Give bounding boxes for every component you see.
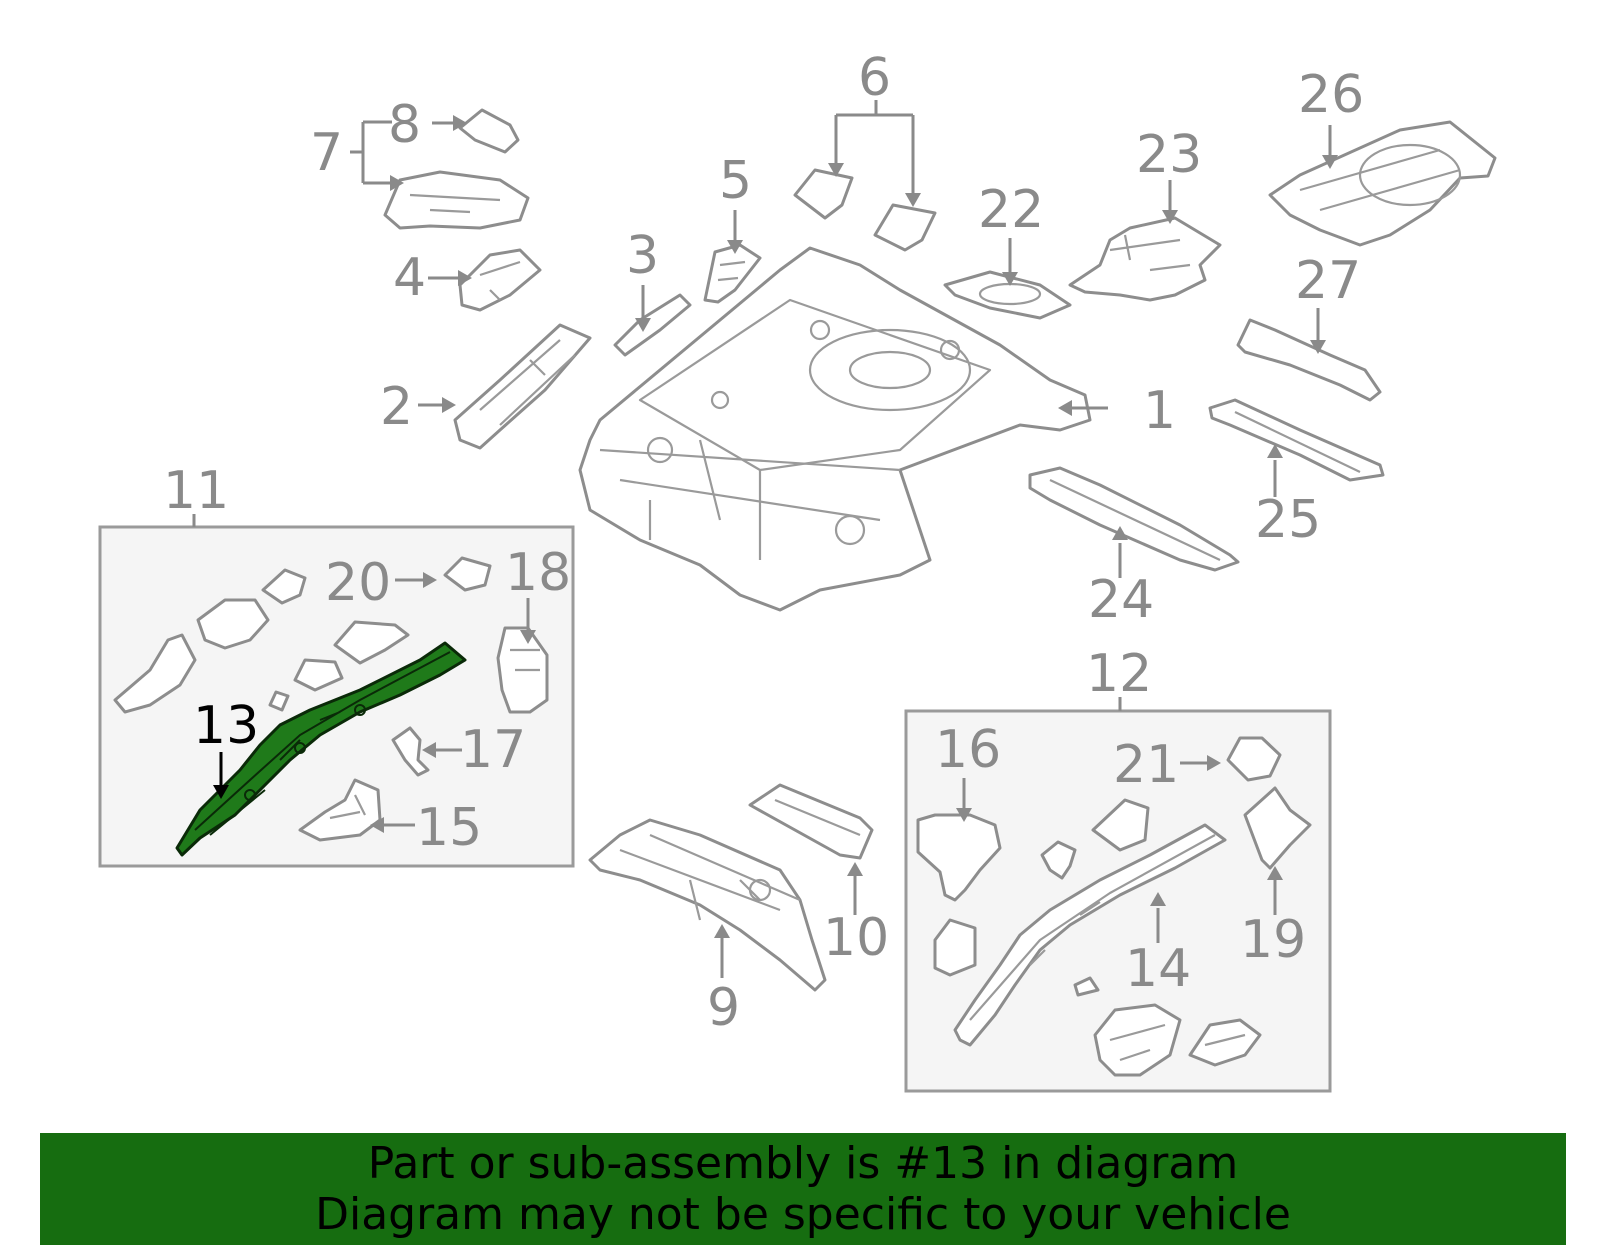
banner-line-2: Diagram may not be specific to your vehi… bbox=[315, 1189, 1291, 1240]
part-2-bracket[interactable] bbox=[453, 323, 592, 450]
callout-18: 18 bbox=[505, 543, 571, 603]
part-25-crossmember[interactable] bbox=[1208, 398, 1385, 482]
callout-12: 12 bbox=[1086, 644, 1152, 704]
callout-7: 7 bbox=[310, 123, 343, 183]
callout-9: 9 bbox=[707, 978, 740, 1038]
part-3-brace[interactable] bbox=[613, 293, 692, 357]
group-11-parts[interactable] bbox=[113, 556, 549, 842]
callout-21: 21 bbox=[1113, 735, 1179, 795]
callout-2: 2 bbox=[380, 377, 413, 437]
callout-10: 10 bbox=[823, 908, 889, 968]
callout-25: 25 bbox=[1255, 490, 1321, 550]
callout-8: 8 bbox=[388, 95, 421, 155]
leader-lines bbox=[213, 100, 1338, 978]
callout-6: 6 bbox=[858, 48, 891, 108]
callout-24: 24 bbox=[1088, 570, 1154, 630]
part-23-bracket[interactable] bbox=[1068, 216, 1222, 302]
callout-27: 27 bbox=[1295, 251, 1361, 311]
group-12-parts[interactable] bbox=[916, 736, 1312, 1077]
callout-23: 23 bbox=[1136, 125, 1202, 185]
info-banner: Part or sub-assembly is #13 in diagram D… bbox=[40, 1133, 1566, 1245]
callout-26: 26 bbox=[1298, 65, 1364, 125]
callout-4: 4 bbox=[393, 248, 426, 308]
callout-17: 17 bbox=[460, 720, 526, 780]
callout-16: 16 bbox=[935, 720, 1001, 780]
part-1-floor-pan[interactable] bbox=[578, 246, 1092, 612]
part-4-bracket[interactable] bbox=[458, 248, 542, 312]
part-8-clip[interactable] bbox=[458, 108, 520, 154]
part-27-bracket[interactable] bbox=[1236, 318, 1382, 402]
callout-14: 14 bbox=[1125, 939, 1191, 999]
callout-13: 13 bbox=[193, 696, 259, 756]
part-10-rail[interactable] bbox=[748, 783, 874, 860]
part-7-bracket[interactable] bbox=[383, 170, 530, 230]
callout-19: 19 bbox=[1240, 910, 1306, 970]
part-6-brackets[interactable] bbox=[793, 168, 937, 252]
callout-15: 15 bbox=[416, 798, 482, 858]
part-24-crossmember[interactable] bbox=[1028, 466, 1240, 572]
callout-3: 3 bbox=[626, 226, 659, 286]
banner-line-1: Part or sub-assembly is #13 in diagram bbox=[367, 1138, 1239, 1189]
part-13-rear-rail-highlighted[interactable] bbox=[175, 641, 467, 857]
callout-22: 22 bbox=[978, 180, 1044, 240]
part-5-bracket[interactable] bbox=[703, 243, 762, 304]
part-26-panel[interactable] bbox=[1268, 120, 1497, 247]
callout-11: 11 bbox=[163, 461, 229, 521]
callout-5: 5 bbox=[719, 151, 752, 211]
callout-1: 1 bbox=[1143, 381, 1176, 441]
callout-20: 20 bbox=[325, 553, 391, 613]
part-9-side-rail[interactable] bbox=[588, 818, 827, 992]
part-14-rear-rail[interactable] bbox=[953, 823, 1227, 1047]
